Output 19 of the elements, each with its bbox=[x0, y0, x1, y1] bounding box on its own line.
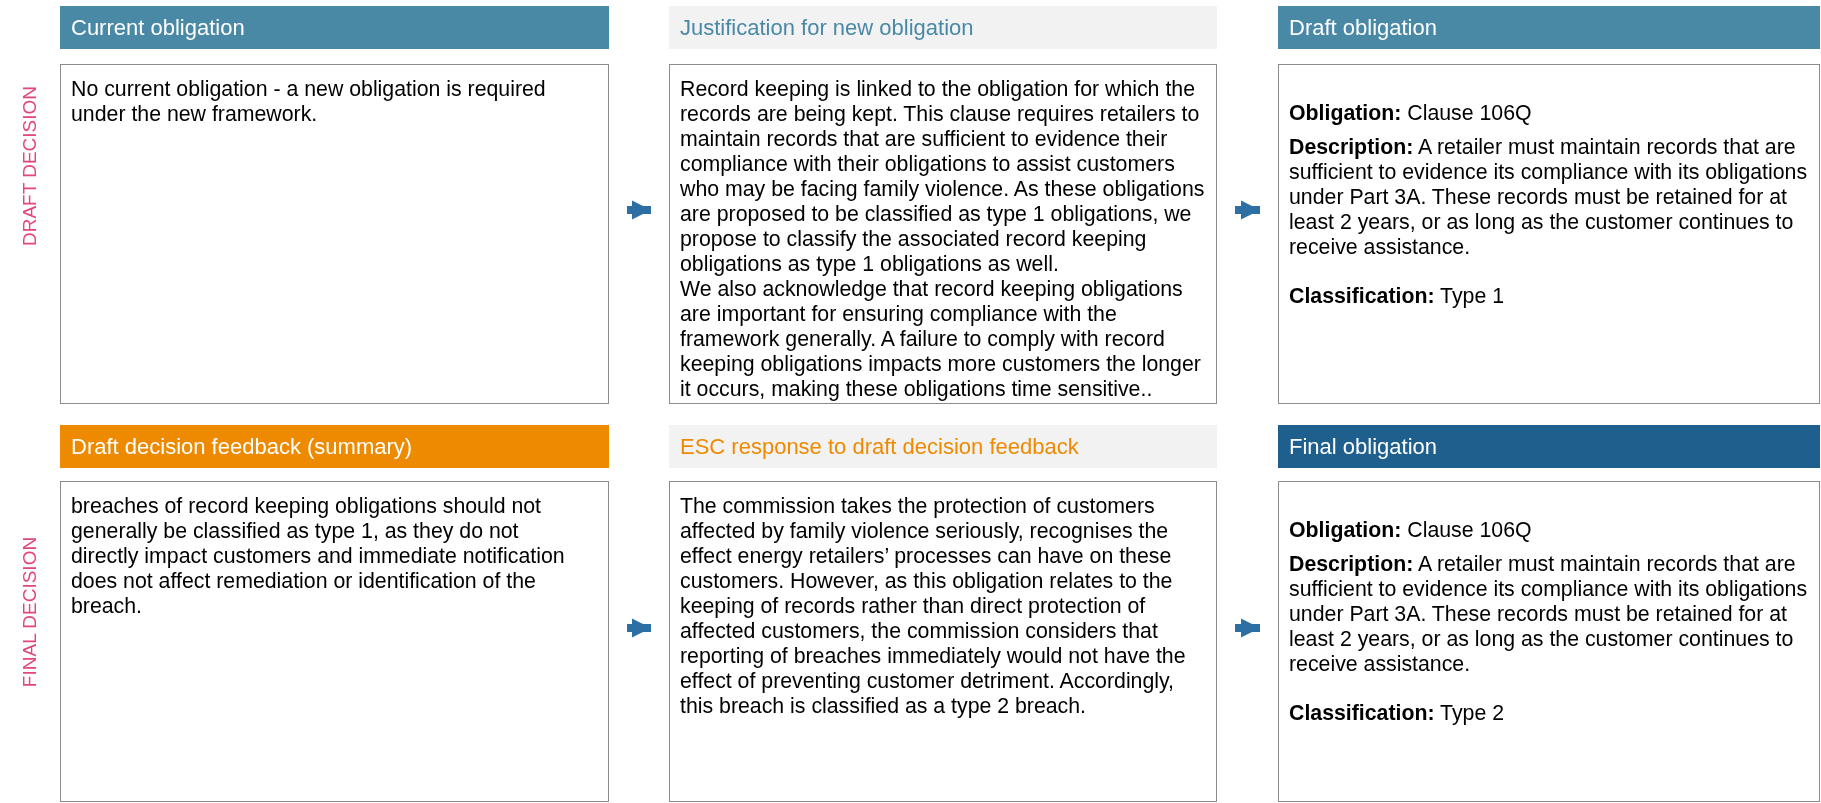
body-text: The commission takes the protection of customers affected by family violence seriously, recognises the effect energy retailers’ processes can have on these customers. However, as this obligation relates to the keeping of records rather than direct protection of affected customers, the commission considers that reporting of breaches immediately would not have the effect of preventing customer detriment. Accordingly, this breach is classified as a type 2 breach. bbox=[680, 494, 1187, 719]
body-text: breaches of record keeping obligations should not generally be classified as type 1, as they do not directly impact customers and immediate notification does not affect remediation or identification of the breach. bbox=[71, 494, 566, 619]
header-bar: Current obligation bbox=[60, 6, 609, 49]
row-label: FINAL DECISION bbox=[19, 536, 42, 688]
header-bar: Justification for new obligation bbox=[669, 6, 1217, 49]
header-bar: Final obligation bbox=[1278, 425, 1820, 468]
body-text: Obligation: Clause 106Q bbox=[1289, 101, 1533, 126]
body-text: No current obligation - a new obligation is required under the new framework. bbox=[71, 77, 547, 127]
body-text: Description: A retailer must maintain records that are sufficient to evidence its compliance with its obligations under Part 3A. These records must be retained for at least 2 years, or as long as the customer continues to receive assistance. bbox=[1289, 135, 1809, 260]
body-text: Description: A retailer must maintain records that are sufficient to evidence its compliance with its obligations under Part 3A. These records must be retained for at least 2 years, or as long as the customer continues to receive assistance. bbox=[1289, 552, 1809, 677]
header-bar: Draft obligation bbox=[1278, 6, 1820, 49]
body-text: We also acknowledge that record keeping obligations are important for ensuring compliance with the framework generally. A failure to comply with record keeping obligations impacts more customers the longer it occurs, making these obligations time sensitive.. bbox=[680, 277, 1202, 402]
body-text: Record keeping is linked to the obligation for which the records are being kept. This clause requires retailers to maintain records that are sufficient to evidence their compliance with their obligations to assist customers who may be facing family violence. As these obligations are proposed to be classified as type 1 obligations, we propose to classify the associated record keeping obligations as type 1 obligations as well. bbox=[680, 77, 1206, 277]
header-bar: Draft decision feedback (summary) bbox=[60, 425, 609, 468]
body-text: Classification: Type 2 bbox=[1289, 701, 1506, 726]
row-label: DRAFT DECISION bbox=[19, 85, 42, 247]
body-text: Obligation: Clause 106Q bbox=[1289, 518, 1533, 543]
header-bar: ESC response to draft decision feedback bbox=[669, 425, 1217, 468]
body-text: Classification: Type 1 bbox=[1289, 284, 1506, 309]
